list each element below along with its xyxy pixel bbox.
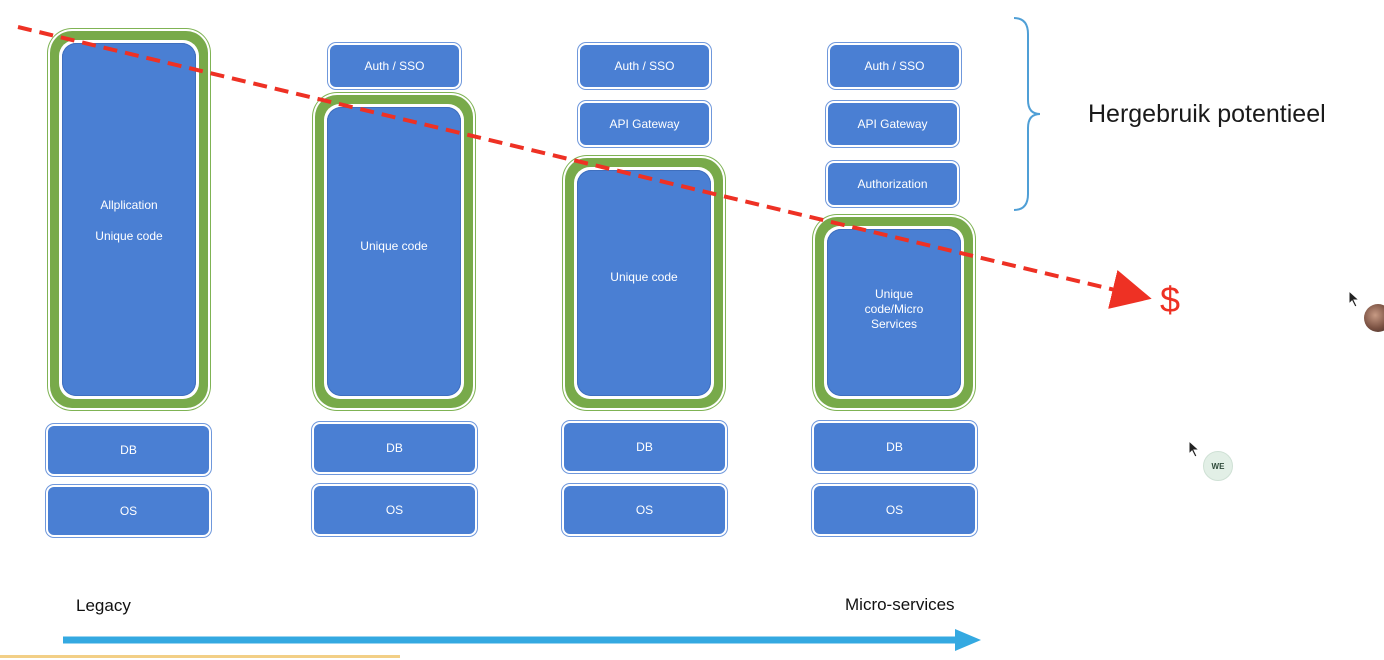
db-box: DB (48, 426, 209, 474)
app-core-sublabel: Unique code (95, 229, 163, 243)
api-gateway-box: API Gateway (580, 103, 709, 145)
app-core-label: Allplication (100, 198, 158, 212)
db-box: DB (814, 423, 975, 471)
app-core-label: Unique code (360, 239, 428, 253)
db-box: DB (564, 423, 725, 471)
app-core-label-line3: Services (870, 317, 917, 331)
authorization-box: Authorization (828, 163, 957, 205)
app-core-label: Unique code (610, 270, 678, 284)
app-frame: Unique code (565, 158, 723, 408)
app-frame: Unique code/Micro Services (815, 217, 973, 408)
app-frame: Allplication Unique code (50, 31, 208, 408)
os-box: OS (48, 487, 209, 535)
axis-end-label: Micro-services (845, 595, 955, 614)
progress-arrow (63, 629, 981, 651)
app-core-box: Allplication Unique code (62, 43, 196, 396)
auth-sso-box: Auth / SSO (330, 45, 459, 87)
axis-start-label: Legacy (76, 596, 131, 615)
app-core-label-line1: Unique (874, 287, 914, 301)
db-box: DB (314, 424, 475, 472)
cost-symbol: $ (1160, 279, 1181, 320)
app-frame: Unique code (315, 95, 473, 408)
os-box: OS (564, 486, 725, 534)
reuse-potential-label: Hergebruik potentieel (1088, 100, 1326, 128)
app-core-label-line2: code/Micro (864, 302, 924, 316)
bottom-strip (0, 655, 400, 658)
api-gateway-box: API Gateway (828, 103, 957, 145)
participant-avatar: WE (1203, 451, 1233, 481)
auth-sso-box: Auth / SSO (830, 45, 959, 87)
participant-initials: WE (1211, 461, 1225, 471)
brace-icon (1013, 17, 1041, 211)
app-core-box: Unique code (327, 107, 461, 396)
os-box: OS (314, 486, 475, 534)
os-box: OS (814, 486, 975, 534)
cursor-icon (1188, 440, 1201, 458)
cursor-icon (1348, 290, 1361, 308)
auth-sso-box: Auth / SSO (580, 45, 709, 87)
app-core-box: Unique code/Micro Services (827, 229, 961, 396)
participant-avatar (1364, 304, 1384, 332)
app-core-box: Unique code (577, 170, 711, 396)
